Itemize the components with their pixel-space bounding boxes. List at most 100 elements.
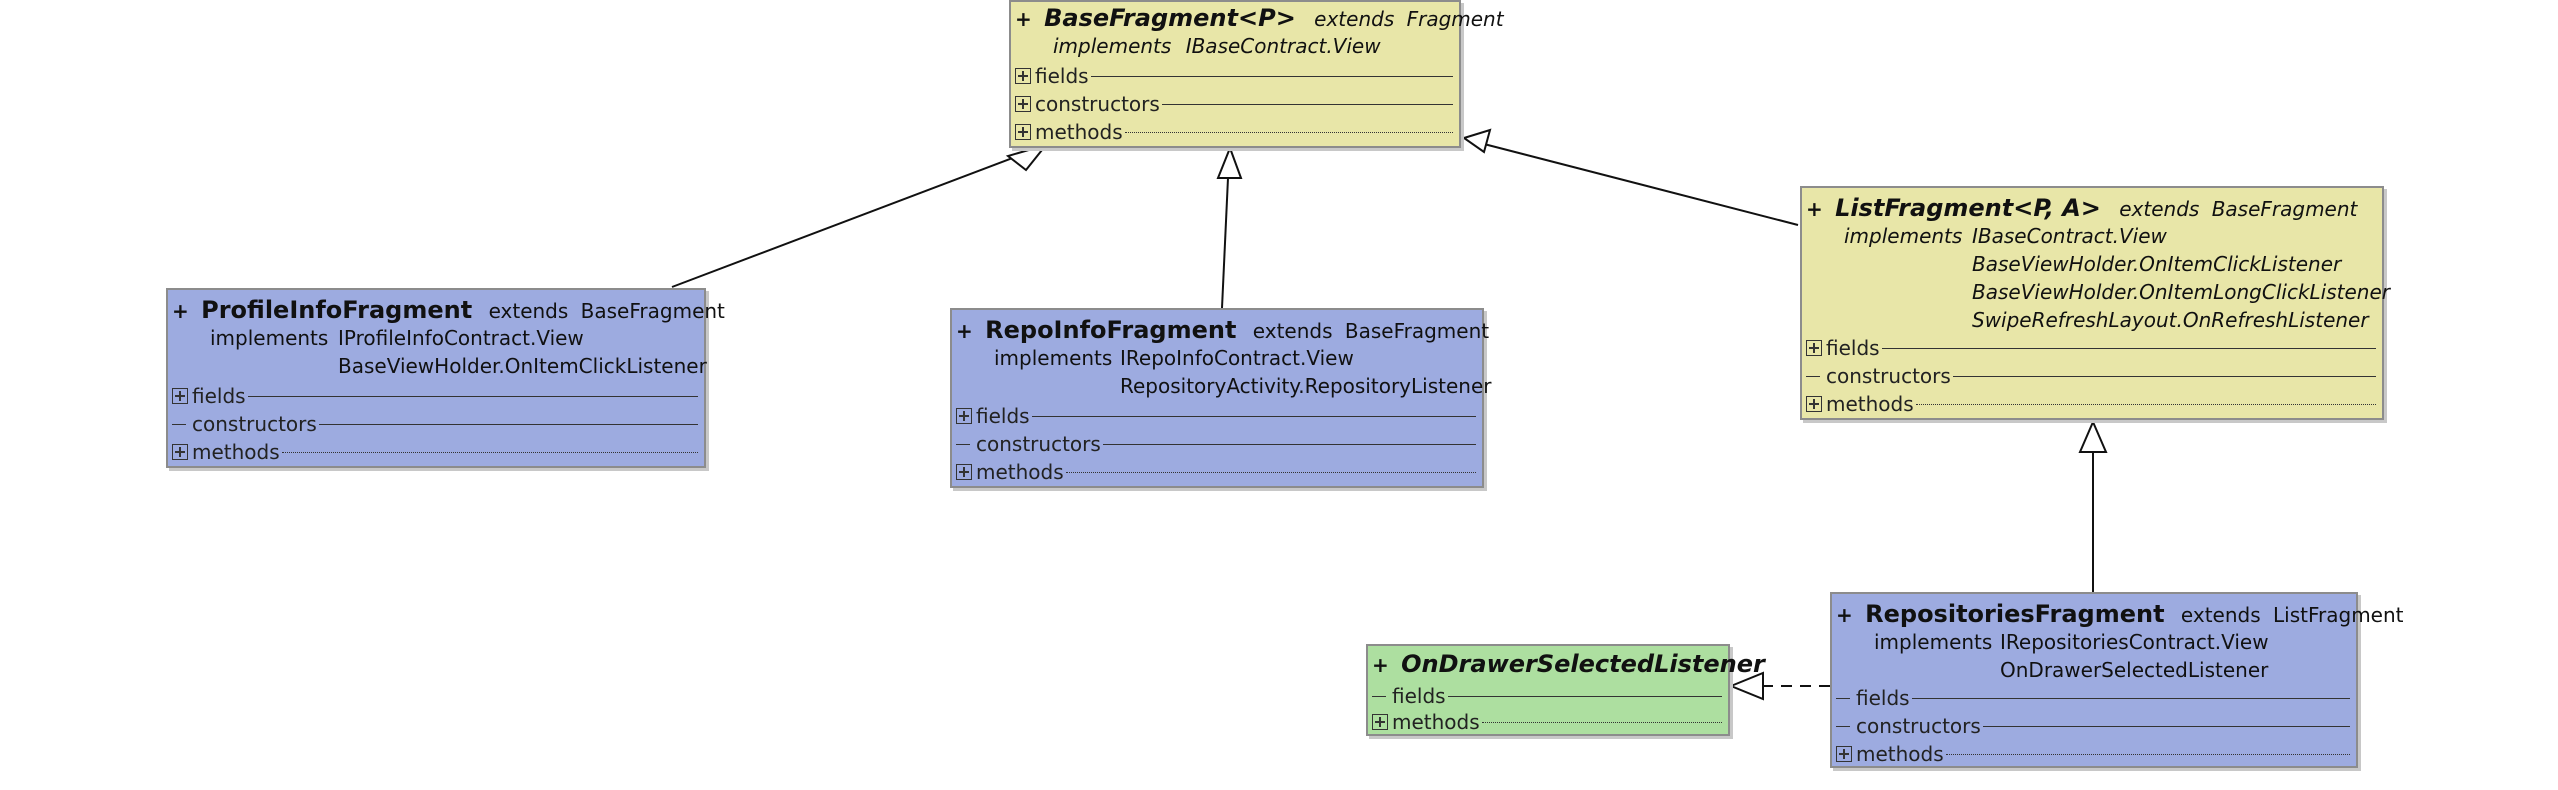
section-label: methods (1035, 120, 1123, 144)
constructors-section[interactable]: constructors (1011, 90, 1459, 118)
fields-section: fields (1832, 684, 2356, 712)
visibility-marker: + (1836, 603, 1853, 627)
section-label: constructors (1035, 92, 1160, 116)
section-label: fields (976, 404, 1030, 428)
class-name: ProfileInfoFragment (201, 296, 473, 324)
interface-name: IRepoInfoContract.View (1120, 346, 1354, 370)
methods-section[interactable]: methods (168, 438, 704, 466)
constructors-section: constructors (168, 410, 704, 438)
superclass-name: ListFragment (2273, 603, 2404, 627)
realization-arrowhead (1728, 671, 1764, 701)
interface-name: IBaseContract.View (1972, 224, 2167, 248)
edge-repoinfo-extends-basefragment (1221, 177, 1229, 309)
section-label: constructors (1826, 364, 1951, 388)
superclass-name: BaseFragment (1344, 319, 1490, 343)
collapsed-dash (1836, 697, 1850, 699)
implements-keyword: implements (1874, 630, 1993, 654)
expand-plus-icon[interactable] (956, 408, 972, 424)
fields-section[interactable]: fields (952, 402, 1482, 430)
collapsed-dash (956, 443, 970, 445)
superclass-name: Fragment (1406, 7, 1504, 31)
interface-name: BaseViewHolder.OnItemClickListener (338, 354, 707, 378)
class-basefragment[interactable]: + BaseFragment<P> extends Fragment imple… (1009, 0, 1504, 148)
interface-name: SwipeRefreshLayout.OnRefreshListener (1972, 308, 2369, 332)
interface-title: OnDrawerSelectedListener (1401, 650, 1765, 678)
expand-plus-icon[interactable] (1015, 124, 1031, 140)
section-label: fields (1035, 64, 1089, 88)
inheritance-arrowhead (1005, 143, 1049, 172)
visibility-marker: + (956, 319, 973, 343)
interface-name: RepositoryActivity.RepositoryListener (1120, 374, 1492, 398)
visibility-marker: + (172, 299, 189, 323)
methods-section[interactable]: methods (952, 458, 1482, 486)
inheritance-arrowhead (2078, 419, 2108, 453)
class-profileinfofragment[interactable]: + ProfileInfoFragment extends BaseFragme… (166, 288, 725, 468)
extends-keyword: extends (1252, 319, 1333, 343)
section-label: methods (976, 460, 1064, 484)
fields-section[interactable]: fields (1011, 62, 1459, 90)
fields-section: fields (1368, 682, 1728, 710)
expand-plus-icon[interactable] (172, 388, 188, 404)
fields-section[interactable]: fields (1802, 334, 2382, 362)
inheritance-arrowhead (1216, 145, 1243, 179)
expand-plus-icon[interactable] (1015, 96, 1031, 112)
extends-keyword: extends (1314, 7, 1395, 31)
section-label: fields (192, 384, 246, 408)
expand-plus-icon[interactable] (1372, 714, 1388, 730)
class-name: RepoInfoFragment (985, 316, 1237, 344)
expand-plus-icon[interactable] (956, 464, 972, 480)
implements-keyword: implements (994, 346, 1113, 370)
class-name: RepositoriesFragment (1865, 600, 2165, 628)
implements-keyword: implements (1053, 34, 1172, 58)
section-label: methods (1856, 742, 1944, 766)
fields-section[interactable]: fields (168, 382, 704, 410)
inheritance-arrowhead (1461, 128, 1492, 154)
class-name: BaseFragment<P> (1044, 4, 1296, 32)
expand-plus-icon[interactable] (1836, 746, 1852, 762)
section-label: methods (192, 440, 280, 464)
visibility-marker: + (1372, 653, 1389, 677)
expand-plus-icon[interactable] (172, 444, 188, 460)
class-repoinfofragment[interactable]: + RepoInfoFragment extends BaseFragment … (950, 308, 1491, 488)
collapsed-dash (1372, 695, 1386, 697)
constructors-section: constructors (952, 430, 1482, 458)
edge-listfragment-extends-basefragment (1483, 143, 1799, 226)
collapsed-dash (172, 423, 186, 425)
interface-name: IProfileInfoContract.View (338, 326, 584, 350)
methods-section[interactable]: methods (1832, 740, 2356, 768)
methods-section[interactable]: methods (1011, 118, 1459, 146)
extends-keyword: extends (2180, 603, 2261, 627)
extends-keyword: extends (488, 299, 569, 323)
implements-keyword: implements (1844, 224, 1963, 248)
class-repositoriesfragment[interactable]: + RepositoriesFragment extends ListFragm… (1830, 592, 2404, 768)
section-label: fields (1856, 686, 1910, 710)
collapsed-dash (1836, 725, 1850, 727)
interface-name: IRepositoriesContract.View (2000, 630, 2269, 654)
edge-profileinfo-extends-basefragment (671, 153, 1024, 288)
interface-name: BaseViewHolder.OnItemLongClickListener (1972, 280, 2390, 304)
constructors-section: constructors (1802, 362, 2382, 390)
interface-name: OnDrawerSelectedListener (2000, 658, 2269, 682)
section-label: methods (1826, 392, 1914, 416)
expand-plus-icon[interactable] (1806, 396, 1822, 412)
expand-plus-icon[interactable] (1806, 340, 1822, 356)
collapsed-dash (1806, 375, 1820, 377)
expand-plus-icon[interactable] (1015, 68, 1031, 84)
section-label: fields (1826, 336, 1880, 360)
superclass-name: BaseFragment (580, 299, 725, 323)
visibility-marker: + (1806, 197, 1823, 221)
section-label: constructors (1856, 714, 1981, 738)
constructors-section: constructors (1832, 712, 2356, 740)
methods-section[interactable]: methods (1368, 708, 1728, 736)
section-label: fields (1392, 684, 1446, 708)
section-label: constructors (192, 412, 317, 436)
interface-ondrawerselectedlistener[interactable]: + OnDrawerSelectedListener fields method… (1366, 644, 1765, 736)
interface-name: IBaseContract.View (1185, 34, 1381, 58)
class-listfragment[interactable]: + ListFragment<P, A> extends BaseFragmen… (1800, 186, 2390, 420)
extends-keyword: extends (2119, 197, 2200, 221)
implements-keyword: implements (210, 326, 329, 350)
section-label: methods (1392, 710, 1480, 734)
methods-section[interactable]: methods (1802, 390, 2382, 418)
superclass-name: BaseFragment (2211, 197, 2358, 221)
